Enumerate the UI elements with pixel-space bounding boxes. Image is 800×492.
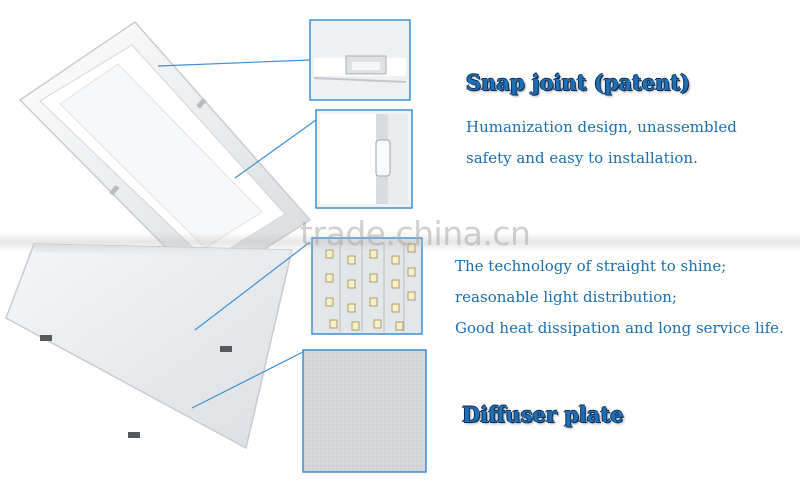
snap-joint-leader-2 xyxy=(234,119,317,179)
diffuser-closeup xyxy=(302,349,427,473)
snap-joint-title: Snap joint (patent) xyxy=(466,70,691,95)
side-clip-closeup xyxy=(315,109,413,209)
frame-illustration xyxy=(18,21,312,288)
diffuser-title: Diffuser plate xyxy=(462,402,624,427)
led-array-closeup xyxy=(311,237,423,335)
led-line-2: reasonable light distribution; xyxy=(455,288,677,306)
diffuser-leader xyxy=(191,351,304,409)
watermark-text: trade.china.cn xyxy=(300,214,531,253)
snap-joint-leader xyxy=(157,59,311,67)
led-leader xyxy=(194,241,311,331)
snap-joint-line-1: Humanization design, unassembled xyxy=(466,118,737,136)
snap-joint-closeup xyxy=(309,19,411,101)
watermark-band xyxy=(0,232,800,252)
snap-joint-line-2: safety and easy to installation. xyxy=(466,149,698,167)
led-line-3: Good heat dissipation and long service l… xyxy=(455,319,784,337)
panel-illustration xyxy=(5,243,293,450)
led-line-1: The technology of straight to shine; xyxy=(455,257,727,275)
